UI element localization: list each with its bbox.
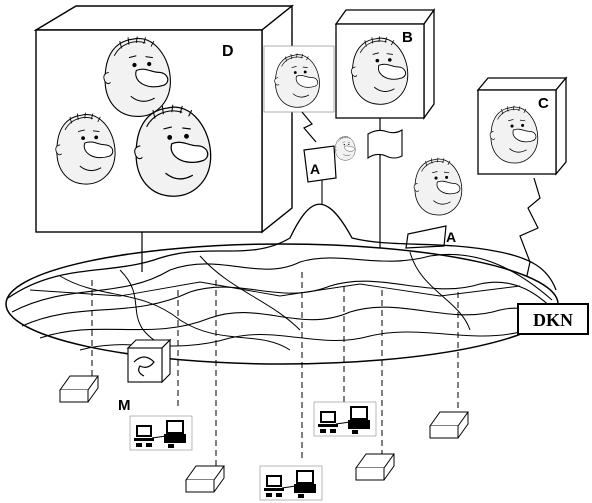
drop-lines [91, 272, 459, 466]
terminal-box-icon [185, 465, 225, 493]
dkn-label-box: DKN [517, 303, 589, 335]
label-b: B [402, 29, 413, 46]
cube-b: B [334, 7, 436, 262]
terminal-box-icon [59, 375, 99, 403]
label-a-right: A [446, 229, 456, 245]
face-icon [413, 157, 463, 216]
terminal-box-icon [355, 453, 395, 481]
flag-a-left: A [303, 145, 337, 204]
machine-m: M [118, 338, 172, 414]
face-icon [334, 135, 356, 161]
label-a-left: A [310, 161, 320, 177]
cube-d: D [33, 4, 294, 234]
computer-workstation-icon [129, 415, 193, 451]
label-c: C [538, 95, 549, 112]
label-dkn: DKN [533, 310, 573, 330]
wireless-link-icon [519, 177, 541, 281]
label-m: M [118, 397, 131, 414]
dkn-network [5, 203, 559, 365]
label-d: D [222, 43, 234, 60]
computer-workstation-icon [313, 401, 377, 437]
flag-blank [367, 128, 403, 160]
face-card-top [263, 45, 335, 143]
wireless-link-icon [301, 111, 317, 143]
computer-workstation-icon [259, 465, 323, 501]
cube-c: C [476, 76, 568, 281]
terminal-box-icon [429, 411, 469, 439]
